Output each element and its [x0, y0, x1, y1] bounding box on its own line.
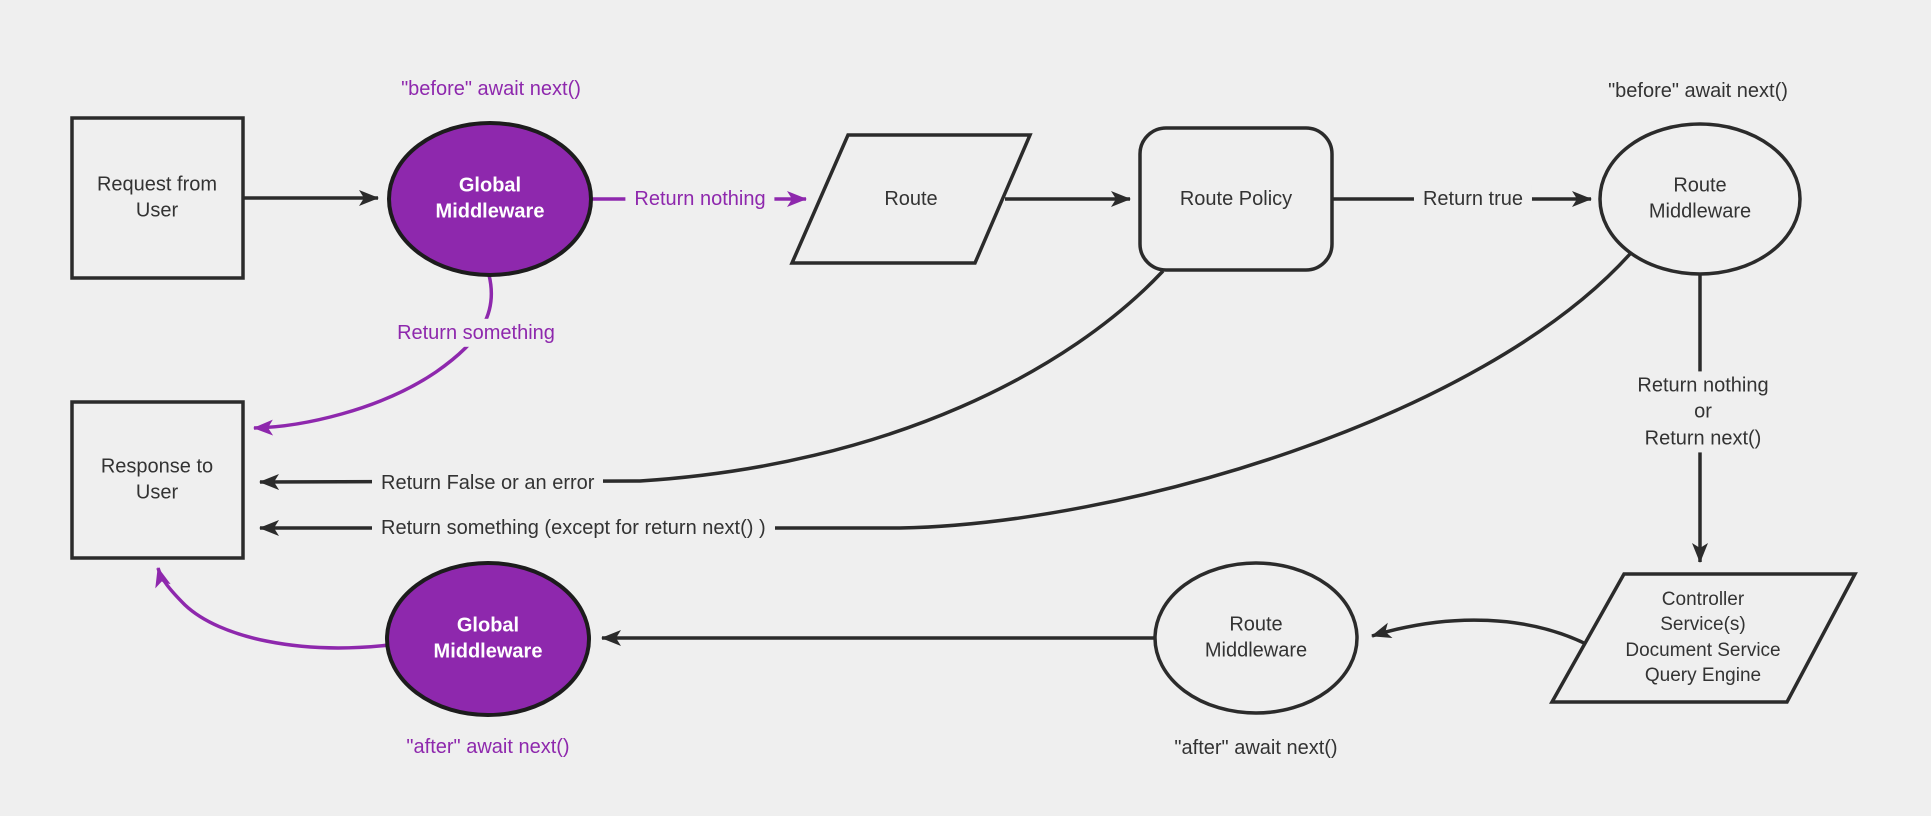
route-middleware-bottom-shape [1153, 561, 1359, 715]
return-something-except-label: Return something (except for return next… [372, 513, 775, 543]
route-policy-node-label: Route Policy [1179, 187, 1293, 210]
edge-controller-to-route-middleware-bottom [1371, 618, 1591, 648]
edge-global-middleware-bottom-to-response [155, 567, 390, 650]
route-node-shape [789, 133, 1033, 265]
controller-node-label: Controller Service(s) Document Service Q… [1625, 587, 1780, 689]
before-await-next-label-top-left: "before" await next() [401, 77, 581, 100]
controller-line4: Query Engine [1644, 665, 1762, 687]
controller-line2: Service(s) [1660, 614, 1746, 636]
edge-return-false-to-response [259, 269, 1165, 490]
route-policy-node-shape [1138, 126, 1334, 272]
controller-line1: Controller [1661, 589, 1745, 611]
after-await-next-label-bottom-left: "after" await next() [406, 735, 570, 758]
edge-return-something-except-to-response [259, 252, 1632, 536]
return-nothing-or-next-line1: Return nothing [1637, 374, 1769, 397]
return-something-label: Return something [388, 318, 564, 348]
return-nothing-or-next-line3: Return next() [1644, 427, 1762, 450]
global-middleware-bottom-shape [385, 561, 591, 717]
return-false-or-error-label: Return False or an error [372, 468, 604, 498]
controller-line3: Document Service [1625, 640, 1781, 661]
global-middleware-top-shape [387, 121, 593, 277]
response-node-label: Response to User [100, 455, 214, 504]
request-node-label: Request from User [96, 173, 218, 222]
before-await-next-label-top-right: "before" await next() [1608, 79, 1788, 102]
edge-return-something-to-response [253, 274, 494, 436]
route-middleware-top-label: Route Middleware [1648, 174, 1752, 223]
return-nothing-or-next-label: Return nothing or Return next() [1628, 371, 1778, 453]
request-node-shape [70, 116, 245, 280]
route-middleware-top-shape [1598, 122, 1802, 276]
return-nothing-label: Return nothing [625, 184, 775, 214]
return-nothing-or-next-line2: or [1694, 400, 1712, 423]
after-await-next-label-bottom-right: "after" await next() [1174, 736, 1338, 759]
route-middleware-bottom-label: Route Middleware [1204, 613, 1308, 662]
return-true-label: Return true [1413, 184, 1533, 214]
global-middleware-bottom-label: Global Middleware [433, 614, 543, 663]
response-node-shape [70, 400, 245, 560]
global-middleware-top-label: Global Middleware [435, 174, 545, 223]
controller-node-shape [1549, 572, 1858, 704]
route-node-label: Route [884, 187, 938, 210]
